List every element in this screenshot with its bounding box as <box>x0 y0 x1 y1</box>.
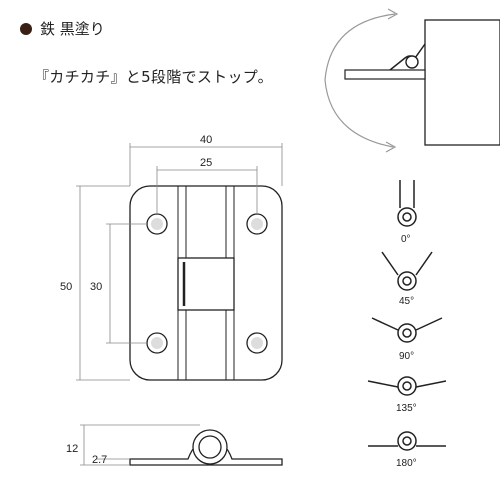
door-leaf <box>344 69 426 80</box>
screw-hole-top-left <box>146 213 168 235</box>
bullet-icon <box>20 22 32 35</box>
dim-width-inner: 25 <box>200 157 212 169</box>
angle-stop-45 <box>381 251 433 291</box>
dim-plate: 2.7 <box>92 454 107 466</box>
angle-stop-90 <box>371 317 443 343</box>
angle-label-45: 45° <box>399 296 414 307</box>
dim-width-outer: 40 <box>200 134 212 146</box>
arrow-head-top <box>387 8 399 20</box>
door-illustration <box>324 8 500 153</box>
center-knuckle <box>177 257 235 311</box>
dimension-lines <box>76 143 283 381</box>
dim-thickness: 12 <box>66 443 78 455</box>
angle-label-180: 180° <box>396 458 417 469</box>
mounted-hinge-knuckle <box>405 55 419 69</box>
material-title: 鉄 黒塗り <box>20 18 105 39</box>
angle-label-135: 135° <box>396 403 417 414</box>
screw-hole-top-right <box>246 213 268 235</box>
angle-stop-0 <box>397 180 417 227</box>
dim-height-outer: 50 <box>60 281 72 293</box>
angle-stop-180 <box>368 431 446 451</box>
screw-hole-bottom-left <box>146 332 168 354</box>
angle-label-0: 0° <box>401 234 411 245</box>
screw-hole-bottom-right <box>246 332 268 354</box>
material-label: 鉄 黒塗り <box>40 20 105 38</box>
angle-label-90: 90° <box>399 351 414 362</box>
hinge-front-view <box>129 185 283 381</box>
door-panel <box>424 19 500 146</box>
dim-height-inner: 30 <box>90 281 102 293</box>
angle-stop-135 <box>367 376 447 396</box>
rotation-arc <box>324 13 396 148</box>
arrow-head-bottom <box>385 141 397 153</box>
side-dimension-lines <box>80 424 200 466</box>
hinge-side-view <box>129 429 283 466</box>
feature-description: 『カチカチ』と5段階でストップ。 <box>34 68 273 86</box>
